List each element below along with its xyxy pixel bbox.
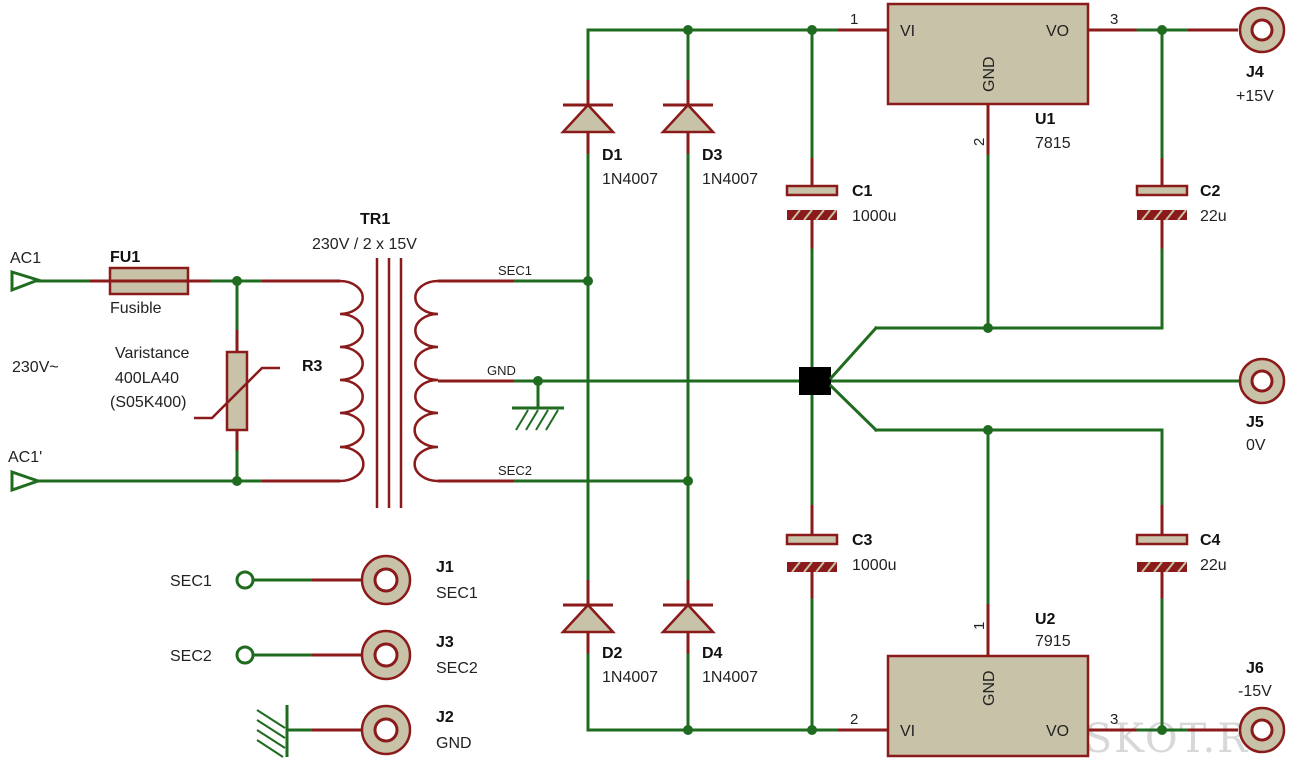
diode-d2 [560, 603, 616, 634]
ac1p-terminal-icon [10, 469, 43, 493]
j1-value: SEC1 [436, 585, 478, 602]
j4-ref: J4 [1246, 64, 1264, 81]
u2-value: 7915 [1035, 633, 1071, 650]
u1-pin-vo: VO [1046, 23, 1069, 40]
sec1-net-label: SEC1 [498, 263, 532, 278]
u2-pin-gnd: GND [981, 670, 998, 706]
fu1-ref: FU1 [110, 249, 140, 266]
diode-d1 [560, 103, 616, 134]
d3-value: 1N4007 [702, 171, 758, 188]
mains-label: 230V~ [12, 359, 59, 376]
gnd-net-label: GND [487, 363, 516, 378]
net-ac1-label: AC1 [10, 250, 41, 267]
c1-value: 1000u [852, 208, 897, 225]
c1-ref: C1 [852, 183, 873, 200]
ground-symbol-icon [512, 379, 564, 431]
u1-pin2-num: 2 [971, 138, 988, 146]
c4-ref: C4 [1200, 532, 1221, 549]
j2-ref: J2 [436, 709, 454, 726]
sec2-terminal-label: SEC2 [170, 648, 212, 665]
sec1-connector-icon [235, 570, 255, 590]
j3-value: SEC2 [436, 660, 478, 677]
c4-value: 22u [1200, 557, 1227, 574]
ground-j2-icon [256, 705, 289, 758]
terminal-j5 [1238, 357, 1286, 405]
tr1-ref: TR1 [360, 211, 390, 228]
star-ground-node [799, 367, 831, 395]
d2-ref: D2 [602, 645, 623, 662]
u1-value: 7815 [1035, 135, 1071, 152]
u1-pin1-num: 1 [850, 11, 858, 28]
j5-ref: J5 [1246, 414, 1264, 431]
varistor-r3 [225, 350, 249, 432]
u2-pin1-num: 1 [971, 622, 988, 630]
u1-ref: U1 [1035, 111, 1056, 128]
j2-value: GND [436, 735, 472, 752]
regulator-u1: VI VO GND [886, 2, 1090, 106]
d1-ref: D1 [602, 147, 623, 164]
capacitor-c1 [785, 184, 839, 221]
c3-ref: C3 [852, 532, 873, 549]
capacitor-c2 [1135, 184, 1189, 221]
r3-value1: Varistance [115, 345, 190, 362]
capacitor-c4 [1135, 533, 1189, 573]
u1-pin-gnd: GND [981, 56, 998, 92]
diode-d4 [660, 603, 716, 634]
terminal-j1 [360, 554, 412, 606]
j1-ref: J1 [436, 559, 454, 576]
capacitor-c3 [785, 533, 839, 573]
input-section: AC1 FU1 Fusible 230V~ AC1' R3 Varistance… [8, 249, 340, 493]
ac1-terminal-icon [10, 269, 43, 293]
u2-ref: U2 [1035, 611, 1056, 628]
c3-value: 1000u [852, 557, 897, 574]
terminal-j4 [1238, 6, 1286, 54]
r3-ref: R3 [302, 358, 323, 375]
d3-ref: D3 [702, 147, 723, 164]
j5-value: 0V [1246, 437, 1266, 454]
tr1-value: 230V / 2 x 15V [312, 236, 417, 253]
c2-ref: C2 [1200, 183, 1221, 200]
d1-value: 1N4007 [602, 171, 658, 188]
j3-ref: J3 [436, 634, 454, 651]
u1-pin-vi: VI [900, 23, 915, 40]
d2-value: 1N4007 [602, 669, 658, 686]
d4-ref: D4 [702, 645, 723, 662]
terminal-j3 [360, 629, 412, 681]
u2-pin2-num: 2 [850, 711, 858, 728]
fu1-value: Fusible [110, 300, 162, 317]
r3-value2: 400LA40 [115, 370, 179, 387]
d4-value: 1N4007 [702, 669, 758, 686]
u2-pin-vo: VO [1046, 723, 1069, 740]
terminal-j6 [1238, 706, 1286, 754]
sec2-net-label: SEC2 [498, 463, 532, 478]
terminal-j2 [360, 704, 412, 756]
c2-value: 22u [1200, 208, 1227, 225]
u2-pin3-num: 3 [1110, 711, 1118, 728]
j4-value: +15V [1236, 88, 1274, 105]
net-ac1p-label: AC1' [8, 449, 42, 466]
sec2-connector-icon [235, 645, 255, 665]
regulator-u2: VI VO GND [886, 654, 1090, 758]
sec1-terminal-label: SEC1 [170, 573, 212, 590]
u1-pin3-num: 3 [1110, 11, 1118, 28]
j6-ref: J6 [1246, 660, 1264, 677]
r3-value3: (S05K400) [110, 394, 187, 411]
diode-d3 [660, 103, 716, 134]
j6-value: -15V [1238, 683, 1272, 700]
transformer-tr1: TR1 230V / 2 x 15V SEC1 GND SEC2 [312, 211, 532, 508]
u2-pin-vi: VI [900, 723, 915, 740]
